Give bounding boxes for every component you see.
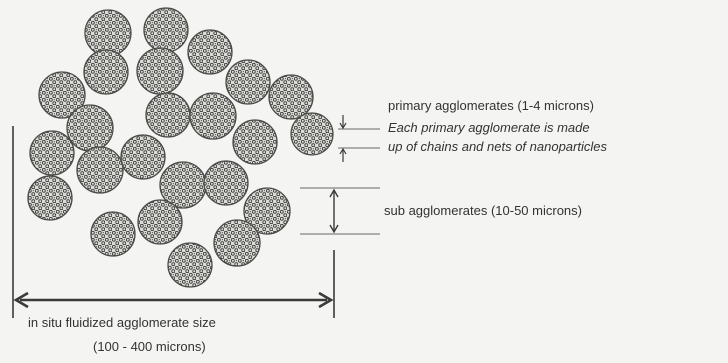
primary-agglomerate-sphere (204, 161, 248, 205)
primary-agglomerate-sphere (30, 131, 74, 175)
primary-agglomerate-sphere (138, 200, 182, 244)
primary-agglomerate-sphere (85, 10, 131, 56)
primary-agglomerate-sphere (146, 93, 190, 137)
primary-size-marker (338, 115, 380, 162)
primary-agglomerate-sphere (291, 113, 333, 155)
fluidized-size-range: (100 - 400 microns) (93, 339, 206, 355)
primary-agglomerate-sphere (137, 48, 183, 94)
fluidized-size-label: in situ fluidized agglomerate size (28, 315, 216, 331)
primary-description-line1: Each primary agglomerate is made (388, 120, 590, 136)
primary-agglomerate-cluster (28, 8, 333, 287)
primary-agglomerate-sphere (190, 93, 236, 139)
primary-agglomerate-sphere (84, 50, 128, 94)
primary-agglomerate-sphere (121, 135, 165, 179)
primary-agglomerate-sphere (67, 105, 113, 151)
primary-agglomerate-sphere (269, 75, 313, 119)
primary-description-line2: up of chains and nets of nanoparticles (388, 139, 607, 155)
primary-agglomerate-sphere (214, 220, 260, 266)
primary-agglomerate-sphere (168, 243, 212, 287)
primary-agglomerate-sphere (144, 8, 188, 52)
primary-agglomerate-sphere (233, 120, 277, 164)
sub-agglomerates-label: sub agglomerates (10-50 microns) (384, 203, 582, 219)
primary-agglomerate-sphere (91, 212, 135, 256)
primary-agglomerate-sphere (226, 60, 270, 104)
primary-agglomerate-sphere (77, 147, 123, 193)
primary-agglomerate-sphere (28, 176, 72, 220)
sub-agglomerate-size-marker (300, 188, 380, 234)
primary-agglomerate-sphere (188, 30, 232, 74)
primary-agglomerates-label: primary agglomerates (1-4 microns) (388, 98, 594, 114)
